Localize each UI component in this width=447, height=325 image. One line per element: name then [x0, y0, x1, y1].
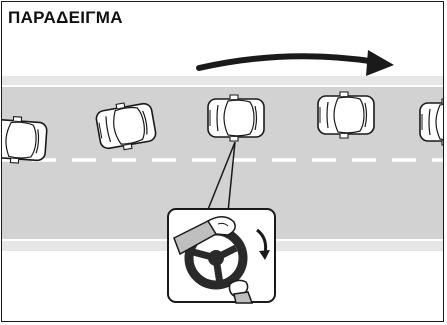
- car-icon: [420, 99, 444, 145]
- figure-frame: ΠΑΡΑΔΕΙΓΜΑ: [1, 1, 444, 322]
- car-icon: [208, 95, 264, 141]
- steering-callout: [168, 209, 275, 303]
- illustration: [2, 2, 444, 322]
- car-icon: [318, 92, 374, 138]
- car-icon: [2, 115, 48, 165]
- curved-arrow-icon: [199, 50, 394, 76]
